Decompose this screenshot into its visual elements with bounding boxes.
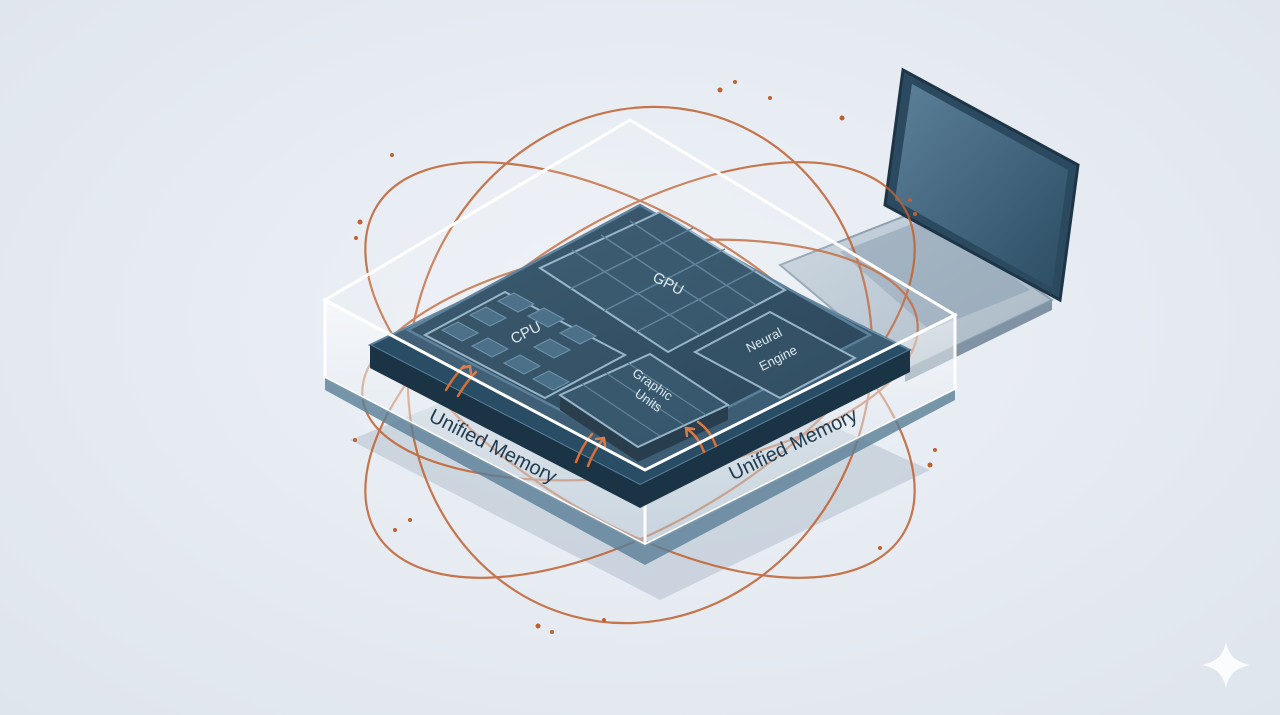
laptop-screen (895, 84, 1068, 288)
memory-glass-top (321, 118, 959, 472)
laptop-keyboard (840, 215, 1030, 330)
orbit-particles (353, 80, 937, 634)
sparkle-icon (1202, 642, 1250, 688)
